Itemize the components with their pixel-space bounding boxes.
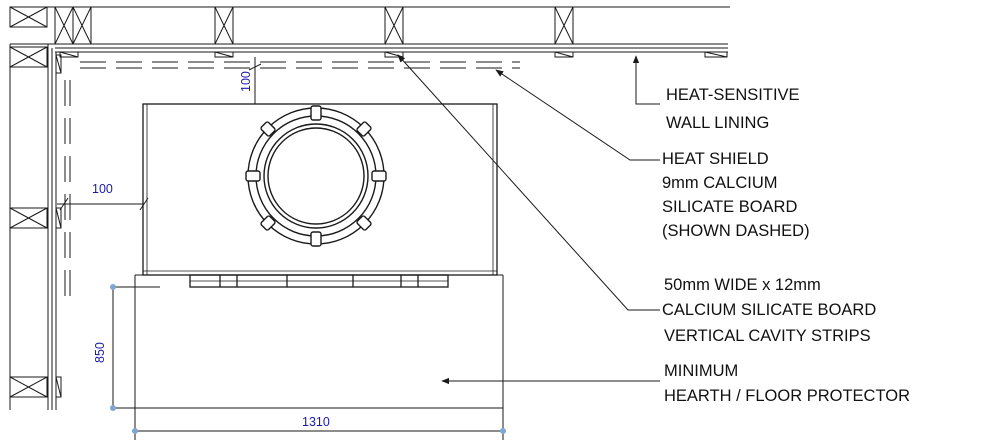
label-hearth: MINIMUM HEARTH / FLOOR PROTECTOR bbox=[664, 362, 910, 405]
top-wall-studs bbox=[54, 6, 574, 45]
label-line: MINIMUM bbox=[664, 362, 738, 380]
label-heat-shield: HEAT SHIELD 9mm CALCIUM SILICATE BOARD (… bbox=[662, 150, 810, 240]
stove-feet bbox=[189, 274, 449, 288]
top-cavity-strips bbox=[59, 51, 728, 58]
flue-ring-tabs bbox=[245, 105, 387, 247]
label-heat-sensitive: HEAT-SENSITIVE WALL LINING bbox=[666, 86, 800, 132]
dimension-lines bbox=[57, 57, 504, 440]
heat-shield-dashed bbox=[64, 61, 520, 300]
label-line: (SHOWN DASHED) bbox=[662, 222, 810, 240]
label-line: WALL LINING bbox=[666, 114, 769, 132]
dim-hearth-depth: 850 bbox=[93, 342, 107, 363]
label-line: VERTICAL CAVITY STRIPS bbox=[664, 327, 871, 345]
label-line: HEARTH / FLOOR PROTECTOR bbox=[664, 387, 910, 405]
leader-lines bbox=[397, 54, 660, 385]
label-line: CALCIUM SILICATE BOARD bbox=[662, 301, 876, 319]
stove-body bbox=[142, 103, 498, 276]
left-wall bbox=[9, 6, 62, 410]
label-line: HEAT-SENSITIVE bbox=[666, 86, 800, 104]
dim-side-clearance: 100 bbox=[92, 182, 113, 196]
top-wall bbox=[10, 6, 730, 58]
dimension-markers bbox=[110, 284, 506, 434]
stove-flue-ring bbox=[245, 105, 387, 247]
hearth-outline bbox=[134, 274, 504, 409]
dim-top-clearance: 100 bbox=[239, 71, 253, 92]
label-line: SILICATE BOARD bbox=[662, 198, 797, 216]
dim-hearth-width: 1310 bbox=[302, 415, 330, 429]
label-cavity-strips: 50mm WIDE x 12mm CALCIUM SILICATE BOARD … bbox=[662, 276, 876, 345]
label-line: HEAT SHIELD bbox=[662, 150, 769, 168]
label-line: 50mm WIDE x 12mm bbox=[664, 276, 821, 294]
label-line: 9mm CALCIUM bbox=[662, 174, 778, 192]
